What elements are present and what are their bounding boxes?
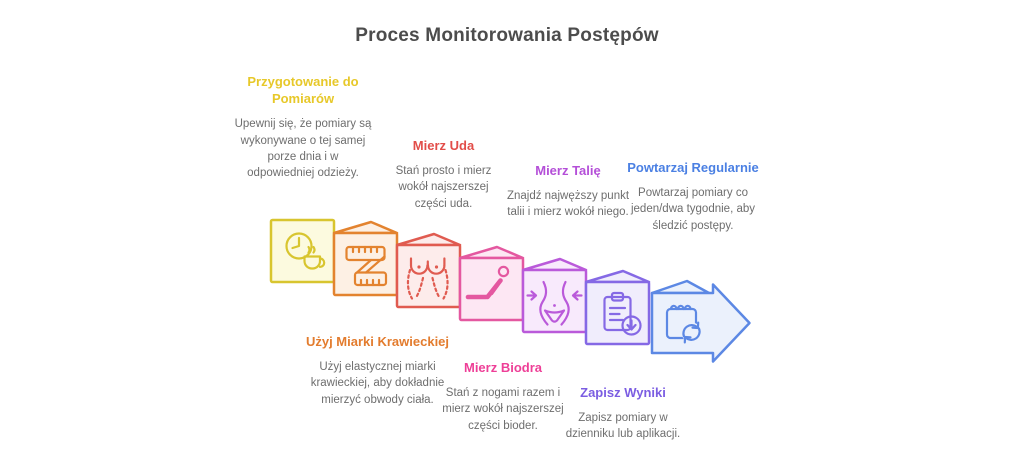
step-body: Użyj elastycznej miarki krawieckiej, aby… xyxy=(310,361,445,406)
step-card-biodra xyxy=(458,245,525,322)
step-card-miarka xyxy=(332,220,399,297)
step-label-biodra: Mierz Biodra Stań z nogami razem i mierz… xyxy=(432,359,574,434)
step-body: Znajdź najwęższy punkt talii i mierz wok… xyxy=(506,190,630,219)
step-body: Stań z nogami razem i mierz wokół najsze… xyxy=(442,387,564,432)
clipboard-download-icon xyxy=(603,291,642,336)
torso-icon xyxy=(406,257,449,300)
step-heading: Mierz Talię xyxy=(535,163,601,178)
measuring-tape-icon xyxy=(345,245,388,287)
step-card-talia xyxy=(521,257,588,334)
step-heading: Przygotowanie do Pomiarów xyxy=(247,74,359,107)
step-heading: Powtarzaj Regularnie xyxy=(627,160,759,175)
page-title: Proces Monitorowania Postępów xyxy=(355,25,659,46)
calendar-refresh-icon xyxy=(665,304,702,344)
waist-icon xyxy=(526,280,583,326)
step-label-wyniki: Zapisz Wyniki Zapisz pomiary w dzienniku… xyxy=(556,384,690,443)
step-card-uda xyxy=(395,232,462,309)
step-card-powtarzaj xyxy=(650,279,751,363)
step-card-wyniki xyxy=(584,269,651,346)
step-body: Powtarzaj pomiary co jeden/dwa tygodnie,… xyxy=(630,187,756,232)
step-card-przygotowanie xyxy=(269,218,336,284)
step-heading: Mierz Biodra xyxy=(463,360,542,375)
step-heading: Użyj Miarki Krawieckiej xyxy=(305,334,450,349)
step-heading: Mierz Uda xyxy=(412,138,475,153)
arrow-shape xyxy=(650,283,751,363)
step-label-uda: Mierz Uda Stań prosto i mierz wokół najs… xyxy=(381,137,506,212)
clock-and-cup-icon xyxy=(285,232,326,270)
stretching-person-icon xyxy=(465,265,510,300)
step-label-przygotowanie: Przygotowanie do Pomiarów Upewnij się, ż… xyxy=(233,73,373,182)
step-body: Stań prosto i mierz wokół najszerszej cz… xyxy=(395,165,492,210)
step-label-talia: Mierz Talię Znajdź najwęższy punkt talii… xyxy=(503,162,633,221)
process-flow-graphic xyxy=(269,218,751,363)
step-body: Upewnij się, że pomiary są wykonywane o … xyxy=(234,118,372,180)
step-label-miarka: Użyj Miarki Krawieckiej Użyj elastycznej… xyxy=(305,333,450,408)
step-body: Zapisz pomiary w dzienniku lub aplikacji… xyxy=(565,412,681,441)
step-heading: Zapisz Wyniki xyxy=(580,385,666,400)
step-label-powtarzaj: Powtarzaj Regularnie Powtarzaj pomiary c… xyxy=(621,159,765,234)
